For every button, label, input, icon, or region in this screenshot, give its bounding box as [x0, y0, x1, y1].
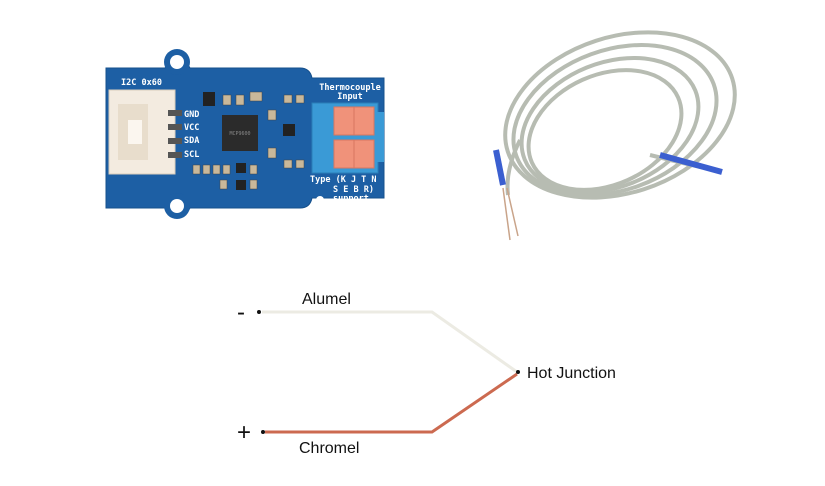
probe-sleeve [659, 152, 723, 175]
chromel-wire [265, 372, 518, 434]
cable-wires [502, 187, 519, 241]
pin-label-scl: SCL [184, 150, 199, 160]
thermocouple-amplifier-board: I2C 0x60 GND VCC SDA SCL MCP9600 Thermoc… [105, 49, 385, 219]
positive-terminal [261, 430, 265, 434]
pin-label-gnd: GND [184, 110, 199, 120]
chromel-label: Chromel [299, 440, 359, 457]
grove-connector [108, 89, 176, 175]
alumel-label: Alumel [302, 291, 351, 308]
thermocouple-cable [503, 30, 737, 200]
type-label-1: Type (K J T N [310, 175, 377, 185]
type-label-2: S E B R) [333, 185, 374, 195]
hot-junction-label: Hot Junction [527, 365, 616, 382]
thermocouple-diagram: - + Alumel Chromel Hot Junction [237, 291, 616, 457]
negative-terminal [257, 310, 261, 314]
thermocouple-label: Thermocouple [319, 83, 380, 93]
input-label: Input [337, 92, 363, 102]
pin-label-sda: SDA [184, 136, 199, 146]
positive-sign: + [237, 419, 251, 446]
alumel-wire [262, 310, 518, 374]
thermocouple-terminal-block [311, 102, 384, 174]
type-label-3: support [333, 194, 369, 204]
mcp9600-chip: MCP9600 [222, 115, 258, 151]
i2c-address-label: I2C 0x60 [121, 78, 162, 88]
pin-label-vcc: VCC [184, 123, 199, 133]
svg-text:MCP9600: MCP9600 [229, 131, 250, 137]
hot-junction-point [516, 370, 520, 374]
negative-sign: - [237, 299, 245, 326]
cable-end-sleeve [493, 149, 506, 186]
